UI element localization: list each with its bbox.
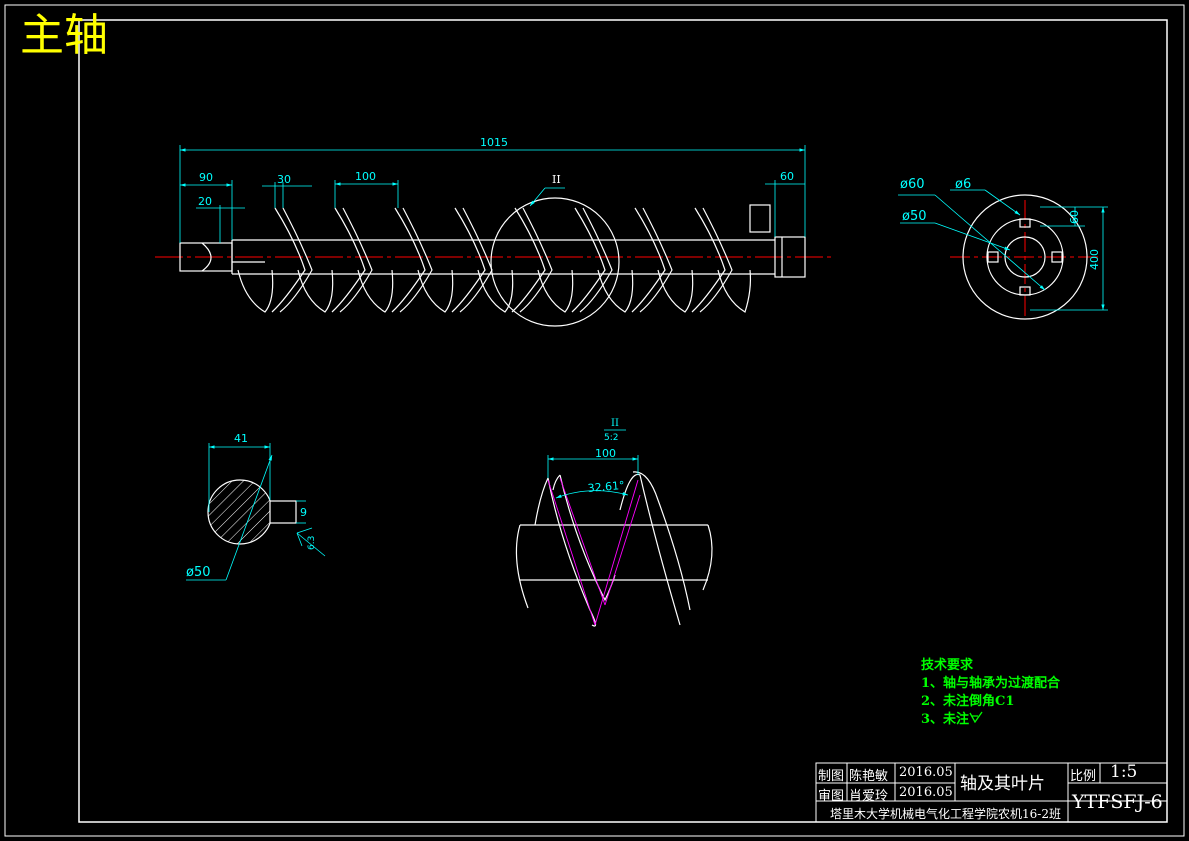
dim-key: 9 <box>300 506 307 519</box>
scale-label: 比例 <box>1070 769 1097 784</box>
dim-small: 60 <box>1068 210 1081 224</box>
dia-section: ø50 <box>186 565 211 580</box>
title-block <box>815 762 1168 823</box>
detail-view: II 5:2 100 32.61° <box>515 418 713 627</box>
drawing-border <box>4 4 1185 837</box>
dim-total: 1015 <box>480 136 508 149</box>
dim-right: 60 <box>780 170 794 183</box>
helical-flights <box>237 207 752 313</box>
page-title: 主轴 <box>20 10 108 61</box>
dim-left-inner: 20 <box>198 195 212 208</box>
detail-callout: II <box>552 173 561 186</box>
tech-item-3: 3、未注 <box>921 711 1060 729</box>
end-view: ø60 ø6 ø50 60 400 <box>898 177 1108 320</box>
tech-item-1: 1、轴与轴承为过渡配合 <box>921 676 1061 691</box>
tech-requirements: 技术要求 1、轴与轴承为过渡配合 2、未注倒角C1 3、未注 <box>921 657 1060 729</box>
main-view: 1015 90 20 30 100 60 II <box>155 136 832 327</box>
dia-outer: ø60 <box>900 177 925 192</box>
tech-item-2: 2、未注倒角C1 <box>921 694 1015 709</box>
section-view: 41 9 ø50 6.3 <box>186 432 326 581</box>
drawing-number: YTFSFJ-6 <box>1072 791 1163 813</box>
drawn-label: 制图 <box>818 769 845 784</box>
drawn-date: 2016.05 <box>899 765 953 780</box>
dim-height: 400 <box>1088 249 1101 270</box>
dim-left: 90 <box>199 171 213 184</box>
detail-label-scale: 5:2 <box>604 433 618 443</box>
organization: 塔里木大学机械电气化工程学院农机16-2班 <box>830 807 1061 821</box>
detail-label-top: II <box>611 418 619 429</box>
part-name: 轴及其叶片 <box>960 774 1045 794</box>
drawn-name: 陈艳敏 <box>849 769 889 784</box>
dia-hole: ø6 <box>955 177 971 192</box>
detail-dim-pitch: 100 <box>595 447 616 460</box>
tech-title: 技术要求 <box>921 658 974 673</box>
checked-label: 审图 <box>818 789 845 804</box>
scale-value: 1:5 <box>1110 762 1138 782</box>
main-dimension-text: 1015 90 20 30 100 60 <box>198 136 794 208</box>
dim-width: 41 <box>234 432 248 445</box>
tech-item-3-text: 3、未注 <box>921 712 970 727</box>
shaft-outline <box>179 204 806 278</box>
dim-pitch: 100 <box>355 170 376 183</box>
dim-flight: 30 <box>277 173 291 186</box>
main-dimensions <box>179 145 806 243</box>
roughness-symbol-icon <box>969 711 983 724</box>
roughness-value: 6.3 <box>307 536 317 550</box>
dia-shaft: ø50 <box>902 209 927 224</box>
detail-angle: 32.61° <box>587 479 625 495</box>
checked-date: 2016.05 <box>899 785 953 800</box>
checked-name: 肖爱玲 <box>849 789 889 804</box>
detail-circle-ii <box>490 197 620 327</box>
